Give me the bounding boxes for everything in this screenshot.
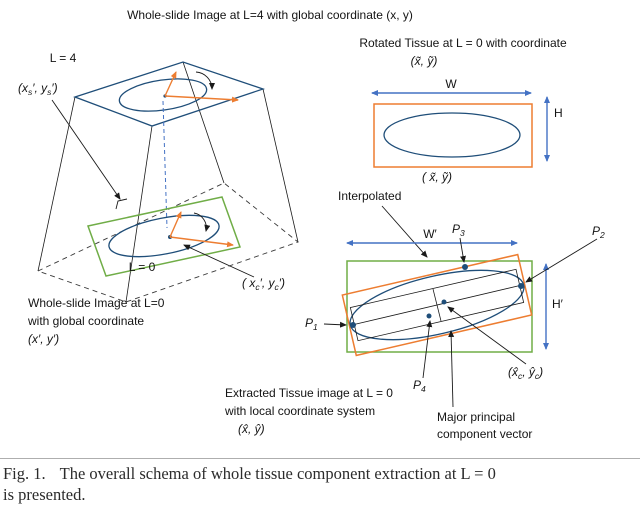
l0-rotation-arc <box>193 212 211 232</box>
extracted-text-line3: (x̂, ŷ) <box>238 422 265 436</box>
minor-axis-line <box>432 288 442 322</box>
pyramid-edge-right <box>262 88 299 243</box>
caption-fig-label: Fig. 1. <box>3 464 46 483</box>
l4-title: Whole-slide Image at L=4 with global coo… <box>127 8 413 22</box>
rotated-tissue-box <box>373 103 533 168</box>
center-hat-label: (x̂c, ŷc) <box>508 365 543 381</box>
rotated-title-line2: (x̃, ỹ) <box>411 54 438 68</box>
interpolated-label: Interpolated <box>338 189 401 203</box>
xc-coordinate-label: ( xc′, yc′) <box>242 276 285 292</box>
p1-dot <box>350 322 356 328</box>
wsi-pyramid <box>36 61 299 303</box>
center-dot <box>441 299 447 305</box>
xs-pointer-arrow <box>51 99 121 200</box>
tilde-coordinate-label: ( x̃, ỹ) <box>422 170 452 184</box>
rotated-inner-box <box>341 253 533 357</box>
wsi-l0-text-line1: Whole-slide Image at L=0 <box>28 296 165 310</box>
pyramid-edge-left <box>37 96 76 272</box>
extracted-text-block: Extracted Tissue image at L = 0 with loc… <box>224 386 393 436</box>
p4-dot <box>426 313 432 319</box>
p3-dot <box>462 264 468 270</box>
xc-pointer-arrow <box>183 244 255 278</box>
l0-tissue-plane <box>87 196 241 277</box>
major-vector-arrow <box>448 330 455 408</box>
figure-diagram: Whole-slide Image at L=4 with global coo… <box>18 8 605 441</box>
major-vector-line1: Major principal <box>437 410 515 424</box>
major-vector-text-block: Major principal component vector <box>437 410 532 441</box>
l0-level-label: L = 0 <box>129 260 156 274</box>
extracted-tissue-panel: W′ H′ <box>323 227 598 408</box>
l0-plane-outline <box>36 182 299 303</box>
p4-label: P4 <box>413 378 426 394</box>
height-label: H <box>554 106 563 120</box>
l4-tissue-ellipse <box>118 78 208 112</box>
wsi-l0-text-line2: with global coordinate <box>27 314 144 328</box>
l4-rotation-arc <box>195 71 216 90</box>
caption-line2: is presented. <box>3 485 86 504</box>
l0-x-axis-arrow <box>169 236 234 248</box>
p2-label: P2 <box>592 224 605 240</box>
p4-arrow <box>422 320 433 379</box>
width-label: W <box>445 77 457 91</box>
l4-plane <box>73 61 266 127</box>
height-prime-label: H′ <box>552 297 564 311</box>
p2-arrow <box>525 238 598 283</box>
wsi-l0-text-line3: (x′, y′) <box>28 332 59 346</box>
figure-caption: Fig. 1. The overall schema of whole tissu… <box>0 458 640 505</box>
rotated-title-line1: Rotated Tissue at L = 0 with coordinate <box>359 36 567 50</box>
extracted-text-line1: Extracted Tissue image at L = 0 <box>225 386 393 400</box>
pyramid-edge-back <box>182 61 225 184</box>
caption-text: Fig. 1. The overall schema of whole tissu… <box>3 463 637 505</box>
l0-y-axis-arrow <box>169 211 182 238</box>
xs-coordinate-label: (xs′, ys′) <box>18 81 58 97</box>
caption-line1: The overall schema of whole tissue compo… <box>59 464 496 483</box>
l4-level-label: L = 4 <box>50 51 77 65</box>
l0-tissue-ellipse <box>108 214 220 258</box>
p2-dot <box>518 283 524 289</box>
major-vector-line2: component vector <box>437 427 532 441</box>
extracted-bounding-box <box>346 260 533 353</box>
p1-label: P1 <box>305 316 318 332</box>
width-prime-label: W′ <box>423 227 437 241</box>
interpolated-arrow <box>381 205 428 258</box>
pyramid-edge-front <box>125 125 153 303</box>
corner-mark <box>115 198 128 210</box>
p1-arrow <box>323 321 347 328</box>
l4-y-axis-arrow <box>164 71 177 97</box>
center-arrow <box>447 306 527 365</box>
l4-x-axis-arrow <box>164 95 239 103</box>
rotated-tissue-ellipse <box>383 112 521 158</box>
p3-label: P3 <box>452 222 465 238</box>
extracted-text-line2: with local coordinate system <box>224 404 375 418</box>
p3-arrow <box>459 237 466 263</box>
rotated-tissue-panel: Rotated Tissue at L = 0 with coordinate … <box>359 36 567 184</box>
level-connector-dashed <box>162 100 168 229</box>
wsi-l0-text-block: Whole-slide Image at L=0 with global coo… <box>27 296 165 346</box>
